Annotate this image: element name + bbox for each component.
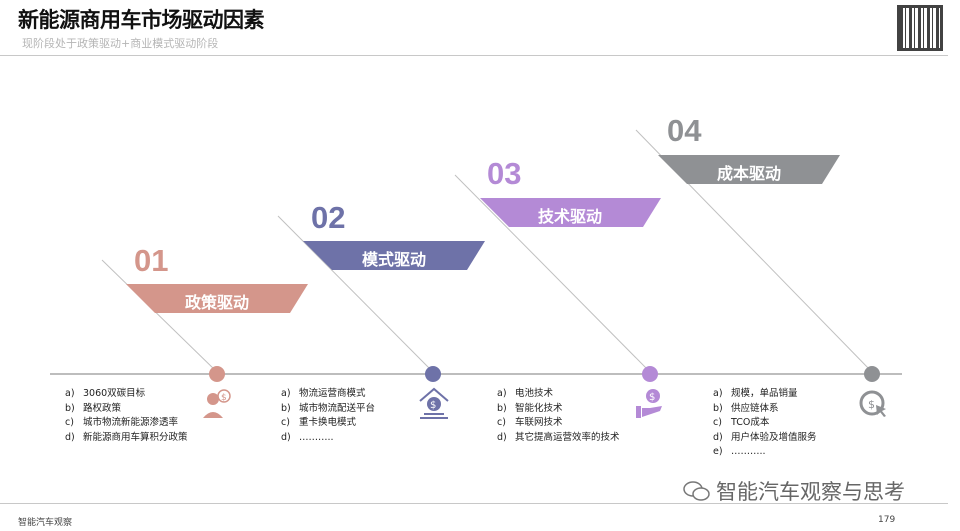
- footer-source: 智能汽车观察: [18, 518, 73, 528]
- bank-dollar-icon: $: [419, 387, 449, 419]
- timeline-dot-01: [209, 366, 225, 382]
- stage-number-03: 03: [487, 156, 522, 191]
- diagonal-line: [101, 259, 218, 373]
- stage-number-02: 02: [311, 200, 346, 235]
- hand-dollar-icon: $: [636, 389, 662, 418]
- list-item: c)城市物流新能源渗透率: [65, 417, 179, 428]
- qr-code-icon: [897, 5, 943, 51]
- list-item: c)重卡换电模式: [281, 417, 357, 428]
- stage-list-01: a)3060双碳目标 b)路权政策 c)城市物流新能源渗透率 d)新能源商用车算…: [65, 387, 188, 445]
- timeline-dot-04: [864, 366, 880, 382]
- list-item: d)………..: [281, 431, 334, 443]
- stage-label-03: 技术驱动: [537, 207, 602, 226]
- list-item: d)新能源商用车算积分政策: [65, 431, 188, 443]
- wechat-icon: [683, 481, 710, 501]
- list-item: b)城市物流配送平台: [281, 402, 376, 414]
- list-item: b)路权政策: [65, 402, 122, 414]
- timeline-dot-03: [642, 366, 658, 382]
- page-number: 179: [878, 515, 896, 525]
- list-item: a)规模，单品销量: [713, 388, 798, 399]
- svg-text:$: $: [430, 400, 436, 411]
- timeline-dot-02: [425, 366, 441, 382]
- stage-list-02: a)物流运营商模式 b)城市物流配送平台 c)重卡换电模式 d)………..: [281, 387, 375, 445]
- stage-number-04: 04: [667, 113, 702, 148]
- watermark: 智能汽车观察与思考: [682, 476, 905, 506]
- list-item: c)车联网技术: [497, 417, 563, 428]
- page-subtitle: 现阶段处于政策驱动+商业模式驱动阶段: [22, 37, 219, 50]
- stage-label-04: 成本驱动: [716, 164, 781, 183]
- page-title: 新能源商用车市场驱动因素: [18, 8, 265, 32]
- list-item: d)用户体验及增值服务: [713, 431, 817, 443]
- stage-list-03: a)电池技术 b)智能化技术 c)车联网技术 d)其它提高运营效率的技术: [497, 387, 620, 445]
- list-item: a)物流运营商模式: [281, 388, 366, 399]
- list-item: b)供应链体系: [713, 402, 779, 414]
- svg-text:$: $: [649, 392, 655, 403]
- stage-label-02: 模式驱动: [361, 250, 426, 269]
- list-item: c)TCO成本: [713, 417, 770, 428]
- list-item: d)其它提高运营效率的技术: [497, 431, 620, 443]
- footer-divider: [0, 503, 948, 504]
- header-divider: [0, 55, 948, 56]
- stage-list-04: a)规模，单品销量 b)供应链体系 c)TCO成本 d)用户体验及增值服务 e)…: [713, 387, 817, 460]
- list-item: a)3060双碳目标: [65, 388, 146, 399]
- list-item: e)………..: [713, 446, 766, 457]
- banner-02: [303, 241, 485, 270]
- list-item: b)智能化技术: [497, 402, 563, 414]
- svg-text:$: $: [221, 393, 227, 403]
- person-dollar-icon: $: [203, 389, 231, 418]
- svg-text:$: $: [868, 398, 875, 411]
- diagonal-line: [454, 174, 651, 373]
- banner-04: [658, 155, 840, 184]
- stage-number-01: 01: [134, 243, 169, 278]
- list-item: a)电池技术: [497, 388, 554, 399]
- cost-click-icon: $: [859, 390, 886, 417]
- stage-label-01: 政策驱动: [184, 293, 249, 312]
- banner-01: [126, 284, 308, 313]
- banner-03: [480, 198, 661, 227]
- diagonal-line: [277, 215, 434, 373]
